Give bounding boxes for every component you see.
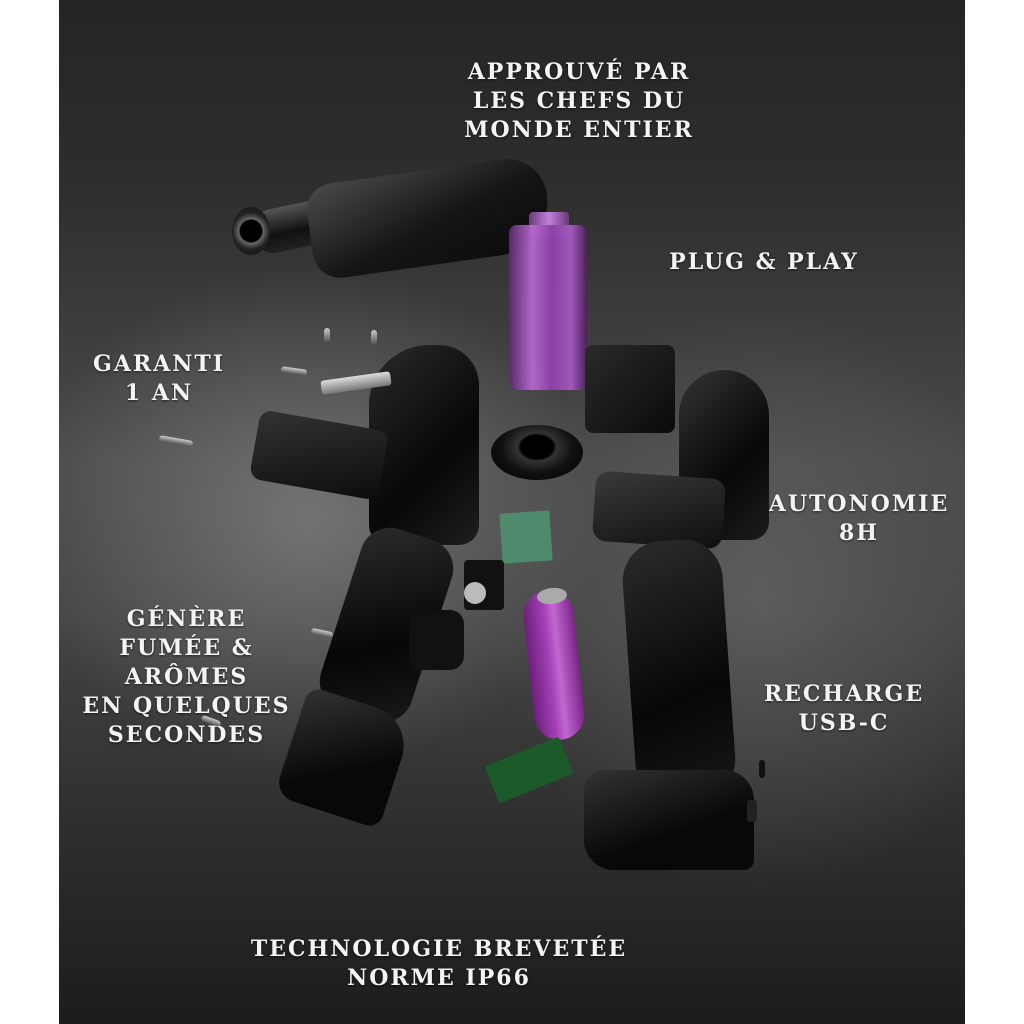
label-line: AUTONOMIE bbox=[768, 491, 950, 517]
label-warranty: GARANTI 1 AN bbox=[79, 350, 239, 408]
screw-icon bbox=[371, 330, 377, 344]
label-line: SECONDES bbox=[107, 722, 266, 748]
square-block-icon bbox=[585, 345, 675, 433]
left-handle-knob-icon bbox=[409, 610, 464, 670]
screw-icon bbox=[324, 328, 330, 342]
push-button-cap-icon bbox=[464, 582, 486, 604]
label-line: TECHNOLOGIE BREVETÉE bbox=[250, 936, 628, 962]
smoke-chamber-icon bbox=[509, 225, 587, 390]
label-line: NORME IP66 bbox=[347, 965, 531, 991]
pcb-square-icon bbox=[499, 510, 553, 564]
usb-pcb-board-icon bbox=[484, 736, 574, 804]
label-smoke: GÉNÈRE FUMÉE & ARÔMES EN QUELQUES SECOND… bbox=[59, 605, 314, 750]
screw-icon bbox=[280, 366, 308, 376]
right-handle-grip-icon bbox=[620, 536, 738, 804]
label-line: FUMÉE & bbox=[119, 635, 254, 661]
product-panel: APPROUVÉ PAR LES CHEFS DU MONDE ENTIER P… bbox=[59, 0, 965, 1024]
label-line: EN QUELQUES bbox=[82, 693, 291, 719]
label-line: 1 AN bbox=[124, 380, 194, 406]
label-line: 8H bbox=[838, 520, 880, 546]
label-line: LES CHEFS DU bbox=[472, 88, 686, 114]
label-line: GARANTI bbox=[93, 351, 225, 377]
screw-icon bbox=[759, 760, 765, 778]
label-line: PLUG & PLAY bbox=[669, 249, 859, 275]
label-line: USB-C bbox=[798, 710, 890, 736]
label-autonomy: AUTONOMIE 8H bbox=[749, 490, 965, 548]
label-line: ARÔMES bbox=[124, 664, 249, 690]
battery-icon bbox=[521, 587, 587, 743]
right-handle-foot-icon bbox=[584, 770, 754, 870]
label-approved: APPROUVÉ PAR LES CHEFS DU MONDE ENTIER bbox=[414, 58, 744, 145]
label-plug-play: PLUG & PLAY bbox=[644, 248, 884, 277]
label-line: GÉNÈRE bbox=[126, 606, 247, 632]
ring-base-icon bbox=[491, 425, 583, 480]
label-technology: TECHNOLOGIE BREVETÉE NORME IP66 bbox=[229, 935, 649, 993]
nozzle-tip-icon bbox=[232, 207, 270, 255]
label-line: RECHARGE bbox=[763, 681, 925, 707]
label-recharge: RECHARGE USB-C bbox=[739, 680, 949, 738]
screw-icon bbox=[310, 627, 334, 639]
right-handle-arm-icon bbox=[591, 470, 727, 550]
screw-icon bbox=[158, 435, 194, 447]
screw-icon bbox=[747, 800, 757, 822]
label-line: MONDE ENTIER bbox=[464, 117, 694, 143]
label-line: APPROUVÉ PAR bbox=[467, 59, 691, 85]
